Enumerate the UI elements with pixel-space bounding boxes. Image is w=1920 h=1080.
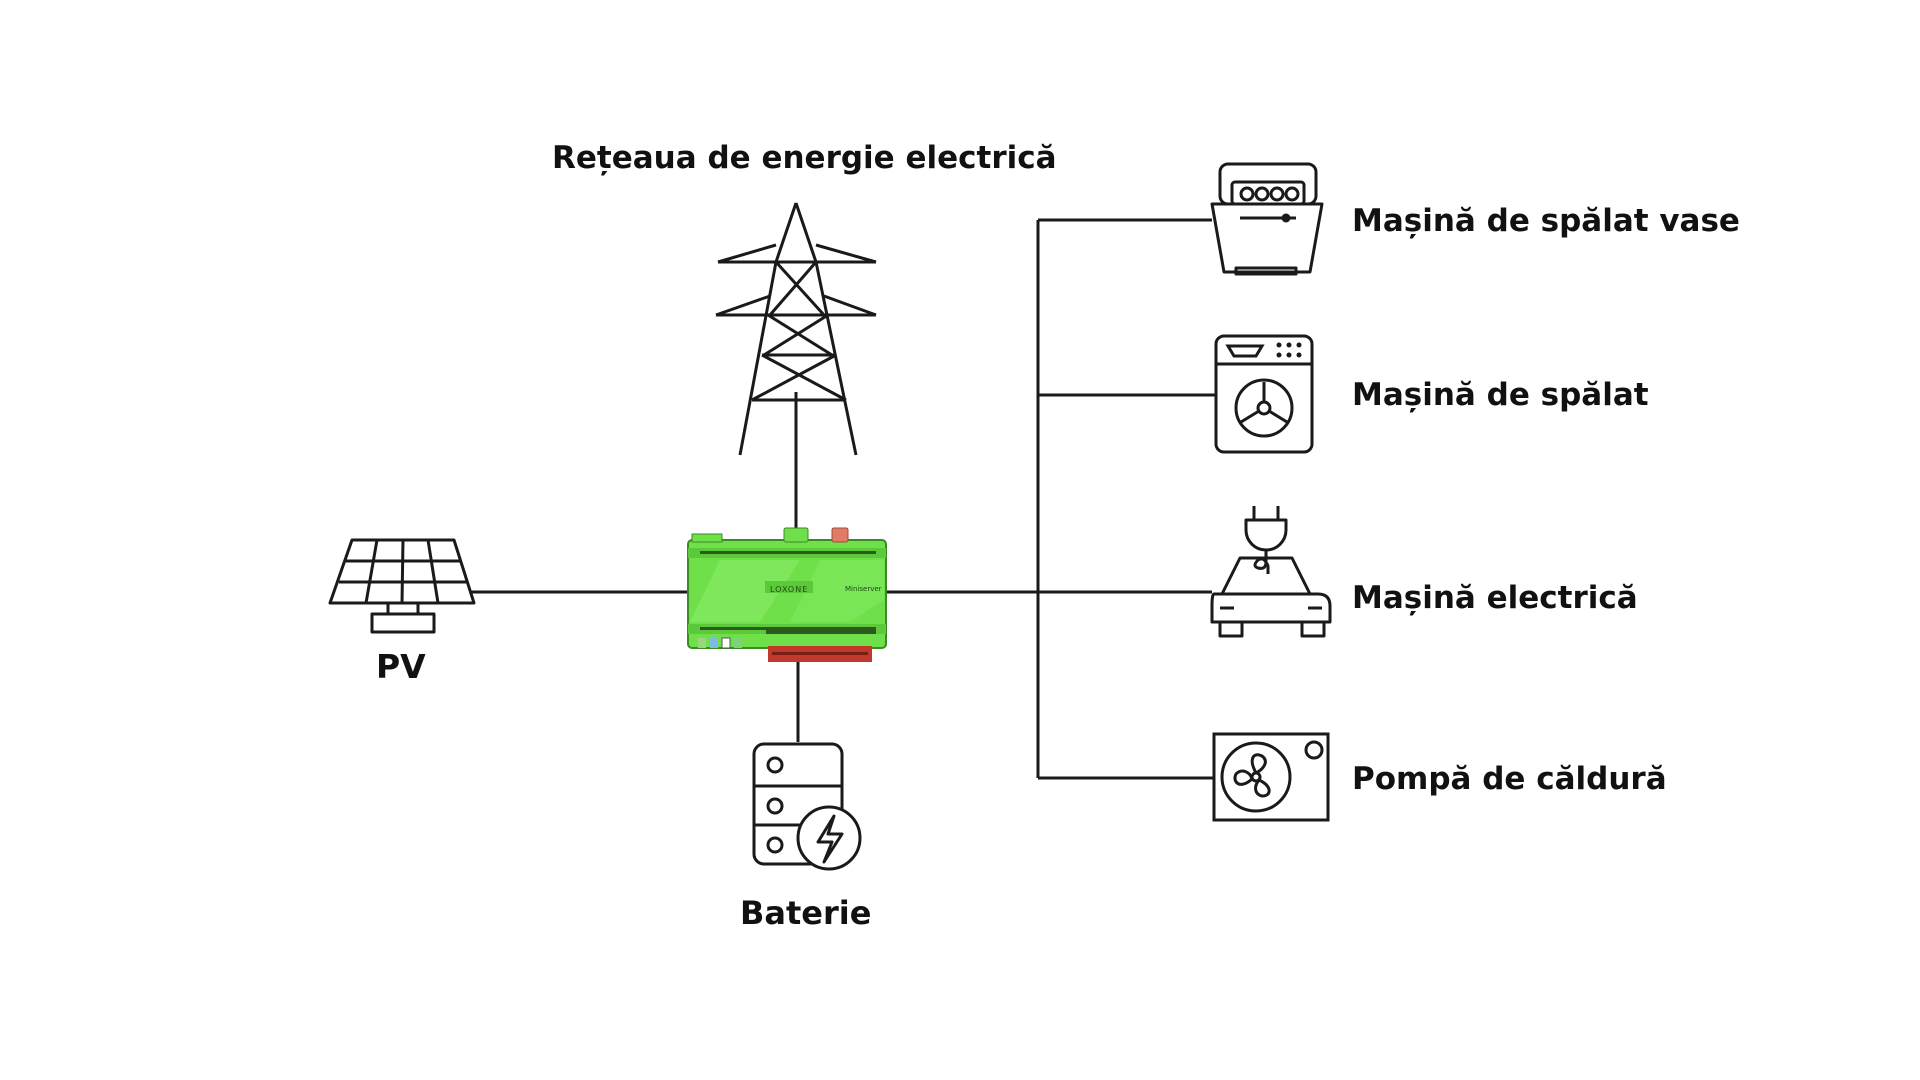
electric-car-label: Mașină electrică: [1352, 580, 1638, 616]
pv-label: PV: [376, 647, 426, 686]
connection-lines: [470, 218, 1216, 780]
battery-label: Baterie: [740, 894, 872, 932]
dishwasher-label: Mașină de spălat vase: [1352, 203, 1740, 239]
power-pylon-icon: [715, 202, 877, 456]
heat-pump-icon: [1212, 732, 1330, 822]
dishwasher-icon: [1210, 162, 1324, 276]
heat-pump-label: Pompă de căldură: [1352, 761, 1667, 797]
washing-machine-label: Mașină de spălat: [1352, 377, 1649, 413]
controller-model-label: Miniserver: [845, 585, 882, 593]
washing-machine-icon: [1214, 334, 1314, 454]
electric-car-icon: [1210, 506, 1332, 638]
solar-panel-icon: [328, 538, 476, 634]
controller-brand-label: LOXONE: [770, 585, 809, 594]
grid-label: Rețeaua de energie electrică: [552, 140, 1057, 176]
battery-storage-icon: [752, 742, 862, 871]
miniserver-controller-icon: [687, 527, 887, 662]
